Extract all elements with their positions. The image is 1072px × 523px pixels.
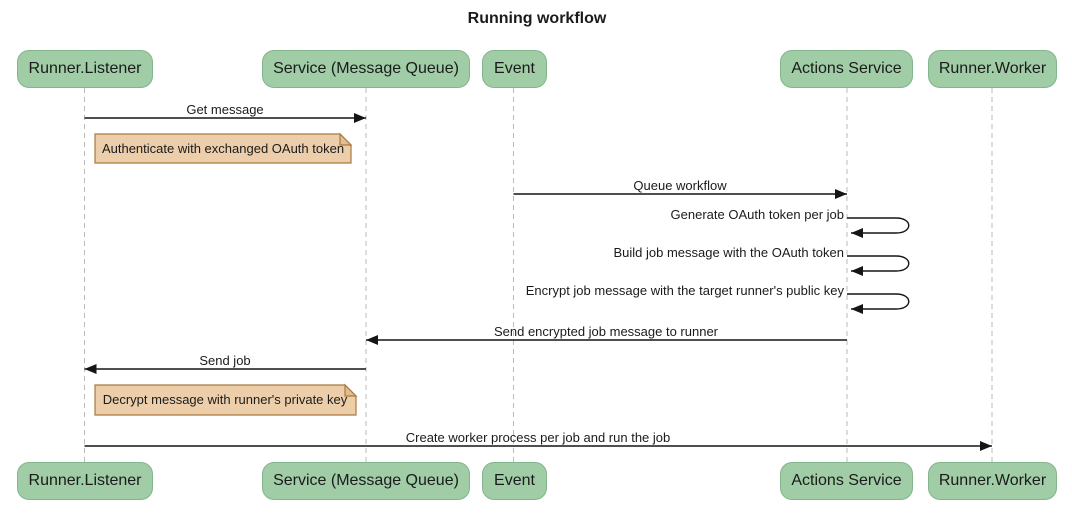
message-label-send-job: Send job xyxy=(199,353,251,368)
actor-label: Runner.Listener xyxy=(28,472,142,489)
actor-label: Event xyxy=(494,60,535,77)
actor-label: Runner.Worker xyxy=(938,60,1047,77)
self-message-label-generate-oauth-token: Generate OAuth token per job xyxy=(670,207,844,222)
note-fold-authenticate xyxy=(339,132,353,146)
actor-top-runner-listener: Runner.Listener xyxy=(17,50,153,88)
self-loop-build-job-message xyxy=(847,255,910,276)
diagram-title: Running workflow xyxy=(467,10,607,27)
message-label-create-worker-process: Create worker process per job and run th… xyxy=(405,430,671,445)
actor-label: Event xyxy=(494,472,535,489)
message-label-send-encrypted-job-message: Send encrypted job message to runner xyxy=(493,324,719,339)
actor-bottom-runner-worker: Runner.Worker xyxy=(928,462,1057,500)
actor-top-service-message-queue: Service (Message Queue) xyxy=(262,50,470,88)
actor-top-actions-service: Actions Service xyxy=(780,50,913,88)
actor-label: Service (Message Queue) xyxy=(273,60,459,77)
message-label-queue-workflow: Queue workflow xyxy=(633,178,727,193)
actor-bottom-runner-listener: Runner.Listener xyxy=(17,462,153,500)
actor-top-runner-worker: Runner.Worker xyxy=(928,50,1057,88)
actor-label: Runner.Worker xyxy=(938,472,1047,489)
actor-label: Service (Message Queue) xyxy=(273,472,459,489)
message-label-get-message: Get message xyxy=(186,102,264,117)
actor-bottom-service-message-queue: Service (Message Queue) xyxy=(262,462,470,500)
self-message-label-build-job-message: Build job message with the OAuth token xyxy=(613,245,844,260)
self-loop-encrypt-job-message xyxy=(847,293,910,314)
note-label-decrypt: Decrypt message with runner's private ke… xyxy=(102,392,348,407)
actor-top-event: Event xyxy=(482,50,547,88)
actor-label: Runner.Listener xyxy=(28,60,142,77)
self-message-label-encrypt-job-message: Encrypt job message with the target runn… xyxy=(525,283,844,298)
actor-label: Actions Service xyxy=(791,60,902,77)
note-shape-decrypt xyxy=(94,384,357,416)
note-shape-authenticate xyxy=(94,133,352,164)
actor-bottom-actions-service: Actions Service xyxy=(780,462,913,500)
actor-label: Actions Service xyxy=(791,472,902,489)
actor-bottom-event: Event xyxy=(482,462,547,500)
note-fold-decrypt xyxy=(344,383,358,397)
note-label-authenticate: Authenticate with exchanged OAuth token xyxy=(101,141,345,156)
self-loop-generate-oauth-token xyxy=(847,217,910,238)
